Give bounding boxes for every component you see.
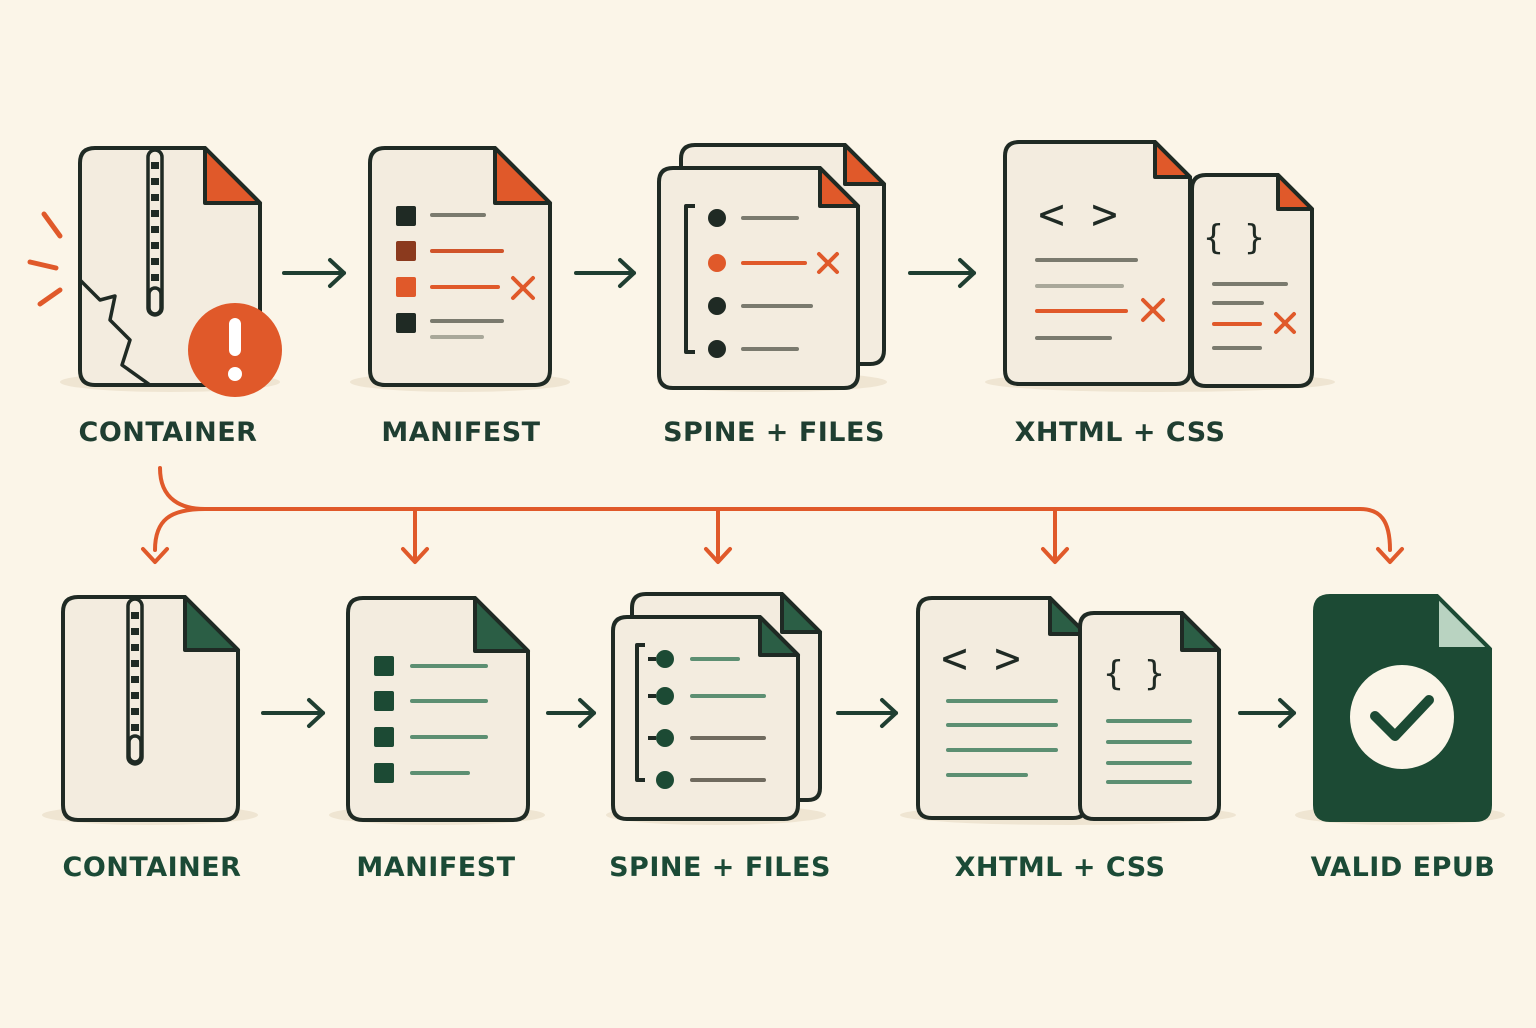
stage-label-container-broken: CONTAINER: [78, 417, 258, 448]
braces-icon: { }: [1103, 654, 1164, 694]
flow-arrow-icon: [261, 698, 325, 728]
xhtml-css-valid-icon: < > { }: [900, 596, 1236, 825]
fix-connector-icon: [141, 466, 1404, 564]
flow-arrow-icon: [546, 698, 596, 728]
stage-label-manifest-valid: MANIFEST: [356, 852, 516, 883]
checkmark-icon: [1370, 695, 1434, 741]
checkmark-badge-icon: [1350, 665, 1454, 769]
stage-label-spine-files-valid: SPINE + FILES: [609, 852, 831, 883]
braces-icon: { }: [1203, 218, 1264, 258]
stage-label-container-valid: CONTAINER: [62, 852, 242, 883]
spine-files-broken-icon: [657, 143, 887, 392]
error-alert-icon: [188, 303, 282, 397]
flow-arrow-icon: [836, 698, 898, 728]
flow-arrow-icon: [1238, 698, 1296, 728]
spine-files-valid-icon: [606, 592, 826, 825]
xhtml-css-broken-icon: < > { }: [985, 140, 1335, 392]
manifest-valid-icon: [329, 596, 545, 825]
stage-label-xhtml-css-broken: XHTML + CSS: [1014, 417, 1226, 448]
code-brackets-icon: < >: [941, 633, 1020, 684]
stage-label-valid-epub: VALID EPUB: [1310, 852, 1496, 883]
stage-label-spine-files-broken: SPINE + FILES: [663, 417, 885, 448]
flow-arrow-icon: [908, 258, 976, 288]
flow-arrow-icon: [574, 258, 636, 288]
stage-label-xhtml-css-valid: XHTML + CSS: [954, 852, 1166, 883]
manifest-broken-icon: [350, 146, 570, 392]
stage-label-manifest-broken: MANIFEST: [381, 417, 541, 448]
code-brackets-icon: < >: [1038, 189, 1117, 240]
container-valid-icon: [42, 595, 258, 825]
flow-arrow-icon: [282, 258, 346, 288]
valid-epub-icon: [1295, 594, 1505, 825]
